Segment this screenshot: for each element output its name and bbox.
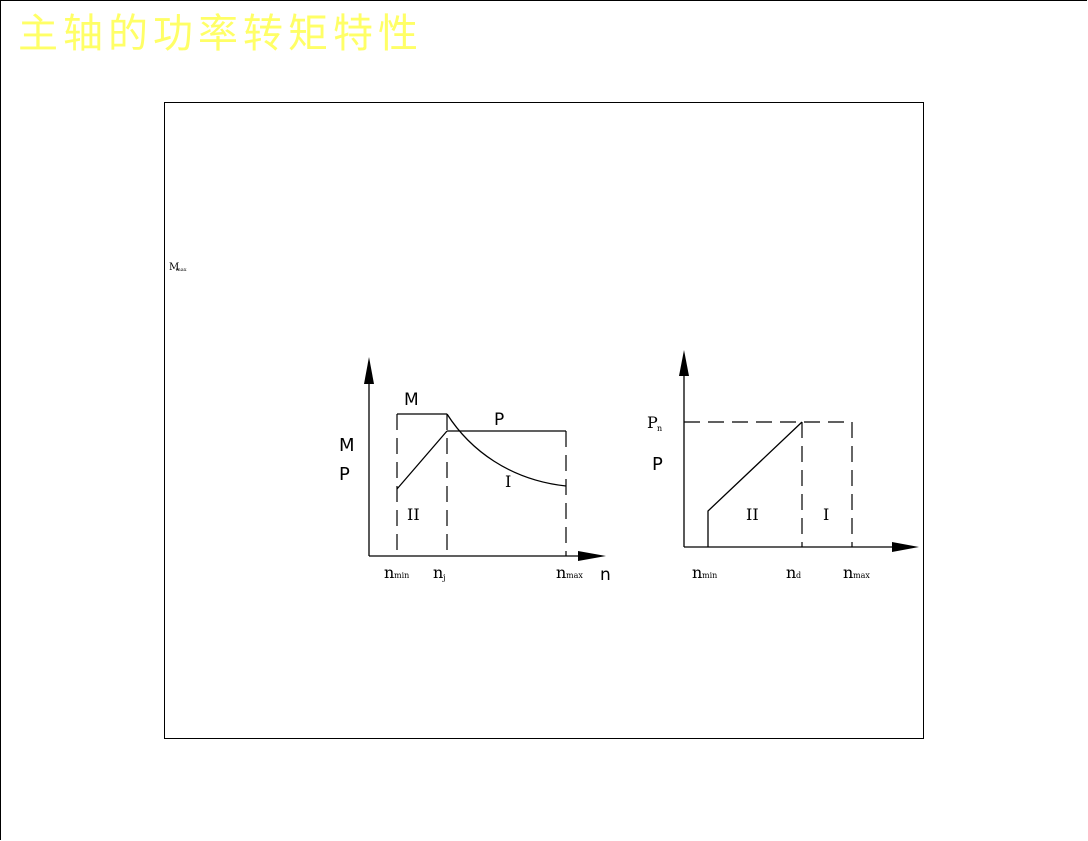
figure-frame — [164, 102, 924, 739]
left-diagram: M P M P I II n min n j n max n — [339, 357, 611, 585]
left-tick-nmin-sub: min — [394, 571, 409, 580]
right-tick-nmin-main: n — [692, 563, 702, 582]
right-region-label-ii: II — [746, 505, 759, 524]
left-torque-hyperbola — [446, 413, 567, 487]
left-tick-nmax-sub: max — [566, 571, 583, 580]
right-tick-nmax-sub: max — [853, 571, 870, 580]
left-tick-nj: n j — [433, 563, 445, 582]
left-x-axis-arrow — [578, 551, 606, 561]
left-tick-nmax-main: n — [556, 563, 566, 582]
right-tick-nmin-sub: min — [702, 571, 717, 580]
left-region-label-ii: II — [407, 505, 420, 524]
left-curve-label-m: M — [404, 390, 419, 410]
stray-label-sub: max — [176, 267, 187, 273]
right-region-label-i: I — [823, 505, 829, 524]
right-y-label-p: P — [652, 454, 663, 475]
left-tick-nj-sub: j — [442, 573, 445, 582]
stray-label-main: M — [169, 262, 179, 273]
right-power-ramp — [707, 421, 803, 547]
right-diagram: P n P II I n min n d n max — [647, 350, 919, 582]
right-tick-nd: n d — [786, 563, 801, 582]
right-y-label-pn: P n — [647, 413, 662, 433]
left-y-axis-arrow — [364, 357, 374, 384]
left-tick-nj-main: n — [433, 563, 443, 582]
stray-mmax-label: M max — [169, 262, 187, 273]
right-y-label-pn-sub: n — [657, 424, 662, 433]
left-tick-nmax: n max — [556, 563, 583, 582]
left-y-label-p: P — [339, 464, 350, 485]
right-tick-nmin: n min — [692, 563, 717, 582]
right-tick-nd-sub: d — [796, 571, 801, 580]
left-x-axis-label: n — [600, 565, 611, 585]
left-curve-label-p: P — [494, 410, 504, 430]
right-tick-nd-main: n — [786, 563, 796, 582]
slide-title: 主轴的功率转矩特性 — [18, 11, 423, 57]
left-y-label-m: M — [339, 435, 355, 456]
left-power-ramp — [396, 430, 448, 490]
right-tick-nmax-main: n — [843, 563, 853, 582]
left-tick-nmin-main: n — [384, 563, 394, 582]
right-y-axis-arrow — [679, 350, 689, 376]
left-region-label-i: I — [505, 472, 511, 491]
right-tick-nmax: n max — [843, 563, 870, 582]
right-x-axis-arrow — [892, 542, 919, 552]
right-y-label-pn-main: P — [647, 413, 658, 432]
left-tick-nmin: n min — [384, 563, 409, 582]
